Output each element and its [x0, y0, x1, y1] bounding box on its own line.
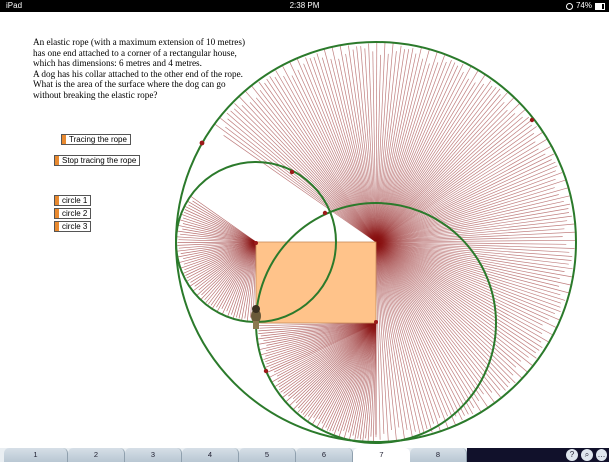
rope-traces — [176, 42, 576, 443]
device-name: iPad — [6, 1, 23, 10]
help-icon[interactable]: ? — [566, 449, 578, 461]
problem-line: which has dimensions: 6 metres and 4 met… — [33, 58, 202, 69]
tab-page-4[interactable]: 4 — [182, 448, 239, 462]
clock: 2:38 PM — [289, 1, 320, 10]
tab-page-6[interactable]: 6 — [296, 448, 353, 462]
problem-line: without breaking the elastic rope? — [33, 89, 158, 100]
rotation-lock-icon — [565, 2, 573, 10]
chat-icon[interactable]: … — [596, 449, 607, 461]
dog-icon[interactable] — [251, 305, 261, 329]
tab-page-8[interactable]: 8 — [410, 448, 467, 462]
tab-page-7[interactable]: 7 — [353, 448, 410, 462]
tab-page-5[interactable]: 5 — [239, 448, 296, 462]
problem-statement: An elastic rope (with a maximum extensio… — [33, 37, 265, 101]
tracing-rope-button[interactable]: Tracing the rope — [61, 134, 131, 145]
status-bar: iPad 2:38 PM 74% — [0, 0, 609, 12]
stop-tracing-button[interactable]: Stop tracing the rope — [54, 155, 141, 166]
problem-line: A dog has his collar attached to the oth… — [33, 68, 243, 79]
problem-line: An elastic rope (with a maximum extensio… — [33, 37, 246, 47]
house-rectangle — [255, 241, 377, 324]
circle-1-button[interactable]: circle 1 — [54, 195, 92, 206]
circle-3-button[interactable]: circle 3 — [54, 221, 92, 232]
status-right: 74% — [565, 0, 605, 12]
tab-page-1[interactable]: 1 — [4, 448, 68, 462]
problem-line: has one end attached to a corner of a re… — [33, 47, 237, 58]
search-icon[interactable]: ⌕ — [581, 449, 593, 461]
page-tab-bar: 1 2 3 4 5 6 7 8 ? ⌕ … — [0, 448, 609, 462]
battery-percent: 74% — [575, 1, 592, 10]
battery-icon — [595, 2, 605, 10]
tab-page-3[interactable]: 3 — [125, 448, 182, 462]
circle-2-button[interactable]: circle 2 — [54, 208, 92, 219]
trace-points — [199, 117, 535, 374]
problem-line: What is the area of the surface where th… — [33, 79, 226, 90]
tab-page-2[interactable]: 2 — [68, 448, 125, 462]
